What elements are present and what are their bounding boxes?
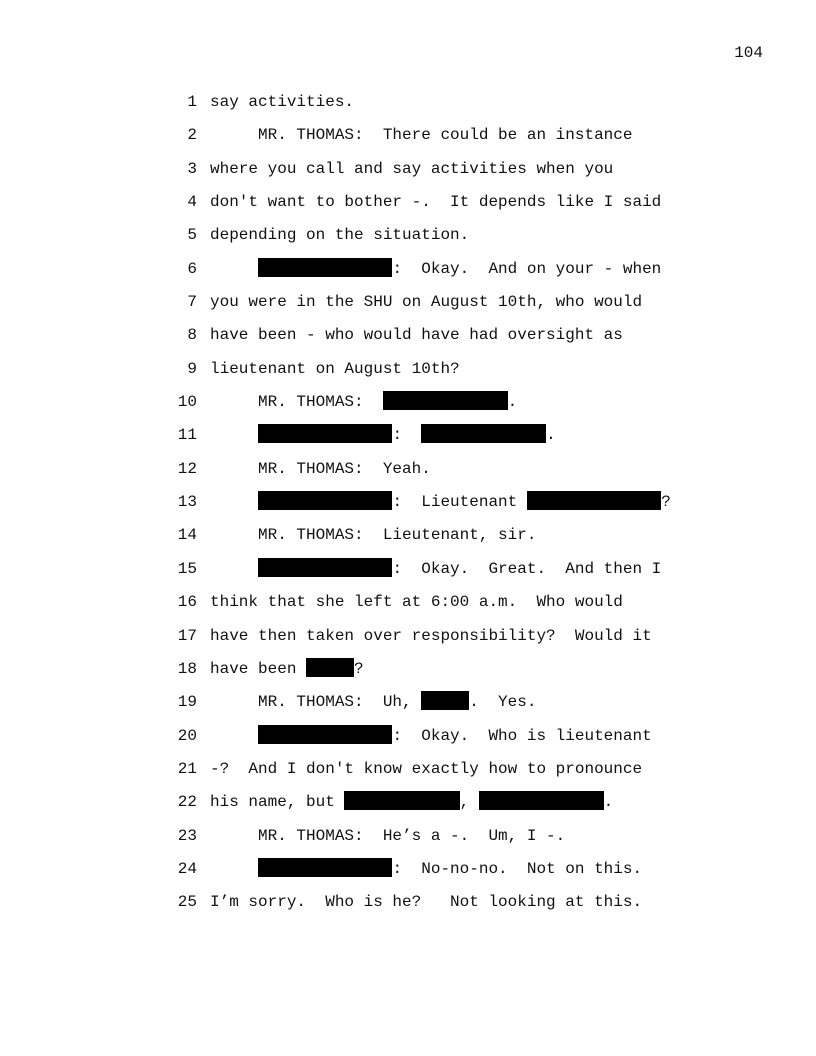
line-number: 7	[187, 293, 197, 312]
line-number: 19	[177, 693, 197, 712]
transcript-line: 7 you were in the SHU on August 10th, who…	[0, 286, 816, 319]
line-number: 2	[187, 126, 197, 145]
line-number: 23	[177, 826, 197, 845]
line-text: have then taken over responsibility? Wou…	[210, 626, 652, 645]
line-text: : .	[210, 419, 556, 452]
redaction-box	[421, 424, 547, 444]
line-text: have been - who would have had oversight…	[210, 326, 623, 345]
transcript-line: 1 say activities.	[0, 86, 816, 119]
transcript-line: 19 MR. THOMAS: Uh, . Yes.	[0, 686, 816, 719]
line-text: MR. THOMAS: He’s a -. Um, I -.	[210, 826, 566, 845]
line-text: depending on the situation.	[210, 226, 470, 245]
line-number: 20	[177, 726, 197, 745]
line-text: MR. THOMAS: There could be an instance	[210, 126, 633, 145]
line-text: : Lieutenant ?	[210, 486, 671, 519]
transcript-line: 5 depending on the situation.	[0, 219, 816, 252]
transcript-line: 12 MR. THOMAS: Yeah.	[0, 453, 816, 486]
redaction-box	[258, 857, 393, 877]
line-number: 6	[187, 259, 197, 278]
redaction-box	[344, 791, 460, 811]
transcript-line: 11 : .	[0, 419, 816, 452]
line-text: : Okay. Who is lieutenant	[210, 720, 652, 753]
line-number: 18	[177, 659, 197, 678]
line-text: : Okay. And on your - when	[210, 253, 661, 286]
redaction-box	[258, 724, 393, 744]
line-number: 12	[177, 459, 197, 478]
line-number: 21	[177, 759, 197, 778]
transcript-line: 2 MR. THOMAS: There could be an instance	[0, 119, 816, 152]
transcript-line: 22 his name, but , .	[0, 786, 816, 819]
transcript-line: 6 : Okay. And on your - when	[0, 253, 816, 286]
line-text: where you call and say activities when y…	[210, 159, 614, 178]
redaction-box	[258, 491, 393, 511]
line-number: 22	[177, 793, 197, 812]
line-number: 14	[177, 526, 197, 545]
transcript-line: 9 lieutenant on August 10th?	[0, 353, 816, 386]
line-text: I’m sorry. Who is he? Not looking at thi…	[210, 893, 643, 912]
redaction-box	[258, 557, 393, 577]
transcript-lines: 1 say activities. 2 MR. THOMAS: There coul…	[0, 86, 816, 920]
page-number: 104	[734, 44, 763, 62]
transcript-line: 23 MR. THOMAS: He’s a -. Um, I -.	[0, 820, 816, 853]
line-number: 16	[177, 593, 197, 612]
line-number: 13	[177, 493, 197, 512]
transcript-line: 25 I’m sorry. Who is he? Not looking at t…	[0, 886, 816, 919]
line-text: lieutenant on August 10th?	[210, 359, 460, 378]
transcript-line: 10 MR. THOMAS: .	[0, 386, 816, 419]
line-text: MR. THOMAS: Uh, . Yes.	[210, 691, 537, 712]
line-text: have been ?	[210, 657, 364, 678]
transcript-line: 20 : Okay. Who is lieutenant	[0, 720, 816, 753]
line-number: 5	[187, 226, 197, 245]
line-text: his name, but , .	[210, 791, 614, 812]
line-text: MR. THOMAS: Lieutenant, sir.	[210, 526, 537, 545]
transcript-line: 14 MR. THOMAS: Lieutenant, sir.	[0, 519, 816, 552]
line-number: 11	[177, 426, 197, 445]
transcript-line: 3 where you call and say activities when …	[0, 153, 816, 186]
line-text: : Okay. Great. And then I	[210, 553, 661, 586]
transcript-line: 21 -? And I don't know exactly how to pro…	[0, 753, 816, 786]
redaction-box	[258, 424, 393, 444]
line-text: think that she left at 6:00 a.m. Who wou…	[210, 593, 623, 612]
line-text: : No-no-no. Not on this.	[210, 853, 642, 886]
transcript-line: 4 don't want to bother -. It depends like…	[0, 186, 816, 219]
line-number: 17	[177, 626, 197, 645]
redaction-box	[421, 691, 470, 711]
line-text: -? And I don't know exactly how to prono…	[210, 759, 643, 778]
line-number: 15	[177, 559, 197, 578]
transcript-line: 18 have been ?	[0, 653, 816, 686]
line-text: don't want to bother -. It depends like …	[210, 193, 662, 212]
line-number: 10	[177, 393, 197, 412]
transcript-line: 8 have been - who would have had oversigh…	[0, 319, 816, 352]
transcript-line: 15 : Okay. Great. And then I	[0, 553, 816, 586]
transcript-line: 16 think that she left at 6:00 a.m. Who w…	[0, 586, 816, 619]
transcript-line: 24 : No-no-no. Not on this.	[0, 853, 816, 886]
line-number: 25	[177, 893, 197, 912]
line-number: 24	[177, 859, 197, 878]
line-number: 3	[187, 159, 197, 178]
line-number: 4	[187, 193, 197, 212]
transcript-line: 17 have then taken over responsibility? W…	[0, 620, 816, 653]
line-text: you were in the SHU on August 10th, who …	[210, 293, 643, 312]
redaction-box	[526, 491, 662, 511]
transcript-line: 13 : Lieutenant ?	[0, 486, 816, 519]
line-number: 9	[187, 359, 197, 378]
redaction-box	[258, 257, 393, 277]
line-number: 8	[187, 326, 197, 345]
line-text: MR. THOMAS: .	[210, 391, 518, 412]
redaction-box	[306, 657, 355, 677]
line-text: MR. THOMAS: Yeah.	[210, 459, 431, 478]
line-text: say activities.	[210, 93, 355, 111]
redaction-box	[382, 391, 508, 411]
line-number: 1	[187, 93, 197, 111]
redaction-box	[478, 791, 604, 811]
